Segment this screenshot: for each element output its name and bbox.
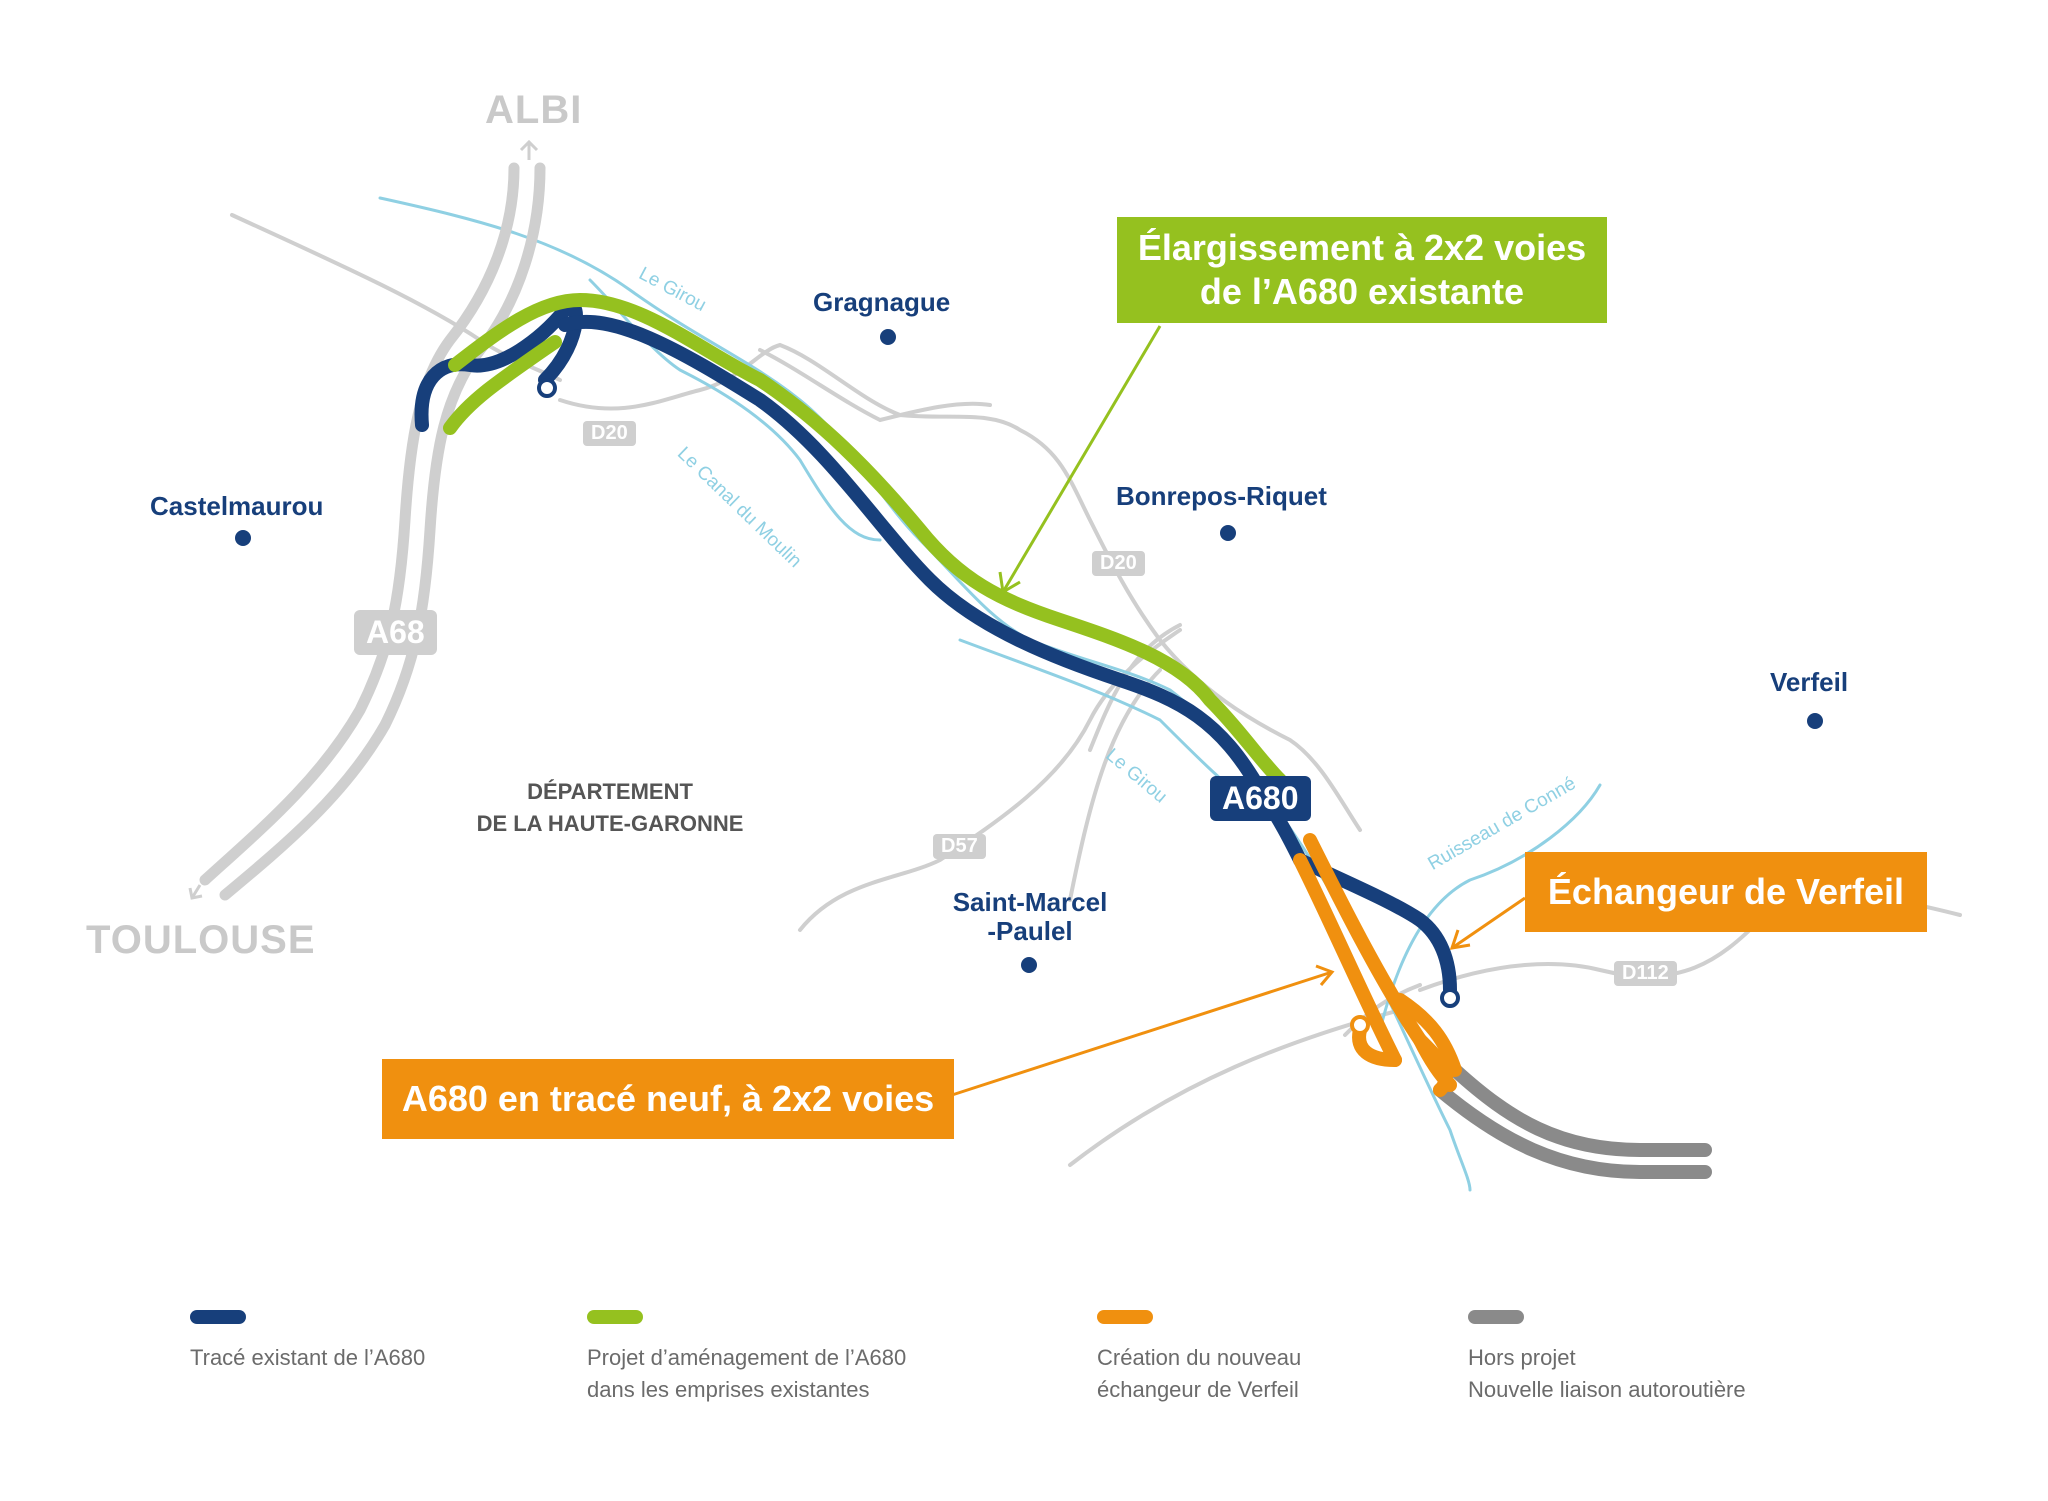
interchange-node-east — [1440, 988, 1460, 1008]
town-castelmaurou: Castelmaurou — [150, 491, 324, 521]
arrow-widening-head — [998, 571, 1021, 595]
city-toulouse: TOULOUSE — [86, 918, 316, 962]
legend-out-of-scope: Hors projet Nouvelle liaison autoroutièr… — [1468, 1310, 1746, 1406]
legend-interchange-line2: échangeur de Verfeil — [1097, 1377, 1299, 1402]
town-bonrepos: Bonrepos-Riquet — [1116, 481, 1327, 511]
arrow-interchange — [1451, 896, 1526, 950]
legend-text-existing: Tracé existant de l’A680 — [190, 1342, 425, 1374]
town-verfeil: Verfeil — [1770, 667, 1849, 697]
town-dot-saint-marcel — [1021, 957, 1037, 973]
town-dot-bonrepos — [1220, 525, 1236, 541]
city-albi: ALBI — [485, 88, 583, 132]
legend-out-of-scope-line1: Hors projet — [1468, 1345, 1576, 1370]
legend-existing-line1: Tracé existant de l’A680 — [190, 1345, 426, 1370]
legend-text-widening: Projet d’aménagement de l’A680 dans les … — [587, 1342, 906, 1406]
arrow-interchange-head — [1449, 929, 1471, 950]
legend-existing: Tracé existant de l’A680 — [190, 1310, 425, 1374]
legend-swatch-out-of-scope — [1468, 1310, 1524, 1324]
callout-new-route: A680 en tracé neuf, à 2x2 voies — [382, 1059, 954, 1139]
callout-interchange: Échangeur de Verfeil — [1525, 852, 1927, 932]
town-gragnague: Gragnague — [813, 287, 951, 317]
town-saint-marcel-line1: Saint-Marcel — [952, 887, 1108, 917]
road-badge-a680: A680 — [1210, 776, 1311, 821]
city-arrows — [188, 139, 539, 900]
road-south — [1068, 1008, 1402, 1167]
town-dot-verfeil — [1807, 713, 1823, 729]
legend-widening-line1: Projet d’aménagement de l’A680 — [587, 1345, 907, 1370]
road-d20-loop — [758, 348, 992, 423]
town-saint-marcel-line2: -Paulel — [987, 915, 1073, 946]
a68-motorway — [199, 162, 546, 901]
road-badge-d20-south: D20 — [1092, 551, 1145, 576]
road-badge-a68: A68 — [354, 610, 437, 655]
interchange-node-north — [537, 378, 557, 398]
road-badge-d57: D57 — [933, 834, 986, 859]
legend-swatch-interchange — [1097, 1310, 1153, 1324]
legend-interchange: Création du nouveau échangeur de Verfeil — [1097, 1310, 1301, 1406]
legend-interchange-line1: Création du nouveau — [1097, 1345, 1302, 1370]
legend-text-interchange: Création du nouveau échangeur de Verfeil — [1097, 1342, 1301, 1406]
a680-widening — [443, 292, 1287, 787]
department-line2: DE LA HAUTE-GARONNE — [476, 811, 744, 836]
interchange-node-west — [1350, 1015, 1370, 1035]
legend-widening-line2: dans les emprises existantes — [587, 1377, 870, 1402]
legend-widening: Projet d’aménagement de l’A680 dans les … — [587, 1310, 906, 1406]
callout-arrows — [951, 325, 1526, 1097]
department-line1: DÉPARTEMENT — [527, 779, 693, 804]
callout-widening-line2: de l’A680 existante — [1199, 271, 1525, 312]
legend-swatch-existing — [190, 1310, 246, 1324]
a680-new-route — [1293, 833, 1462, 1097]
road-badge-d112: D112 — [1614, 961, 1677, 986]
town-saint-marcel: Saint-Marcel -Paulel — [940, 888, 1120, 945]
arrow-new-route-head — [1315, 964, 1335, 986]
a680-out-of-scope — [1433, 1063, 1712, 1179]
legend-text-out-of-scope: Hors projet Nouvelle liaison autoroutièr… — [1468, 1342, 1746, 1406]
arrow-widening — [1001, 325, 1162, 593]
road-badge-d20-north: D20 — [583, 421, 636, 446]
town-dot-castelmaurou — [235, 530, 251, 546]
callout-widening-line1: Élargissement à 2x2 voies — [1137, 227, 1587, 268]
legend-swatch-widening — [587, 1310, 643, 1324]
town-dot-gragnague — [880, 329, 896, 345]
callout-widening: Élargissement à 2x2 voies de l’A680 exis… — [1117, 217, 1607, 323]
river-conne — [1378, 783, 1602, 1032]
department-label: DÉPARTEMENT DE LA HAUTE-GARONNE — [470, 776, 750, 840]
arrow-new-route — [951, 970, 1333, 1097]
legend-out-of-scope-line2: Nouvelle liaison autoroutière — [1468, 1377, 1746, 1402]
